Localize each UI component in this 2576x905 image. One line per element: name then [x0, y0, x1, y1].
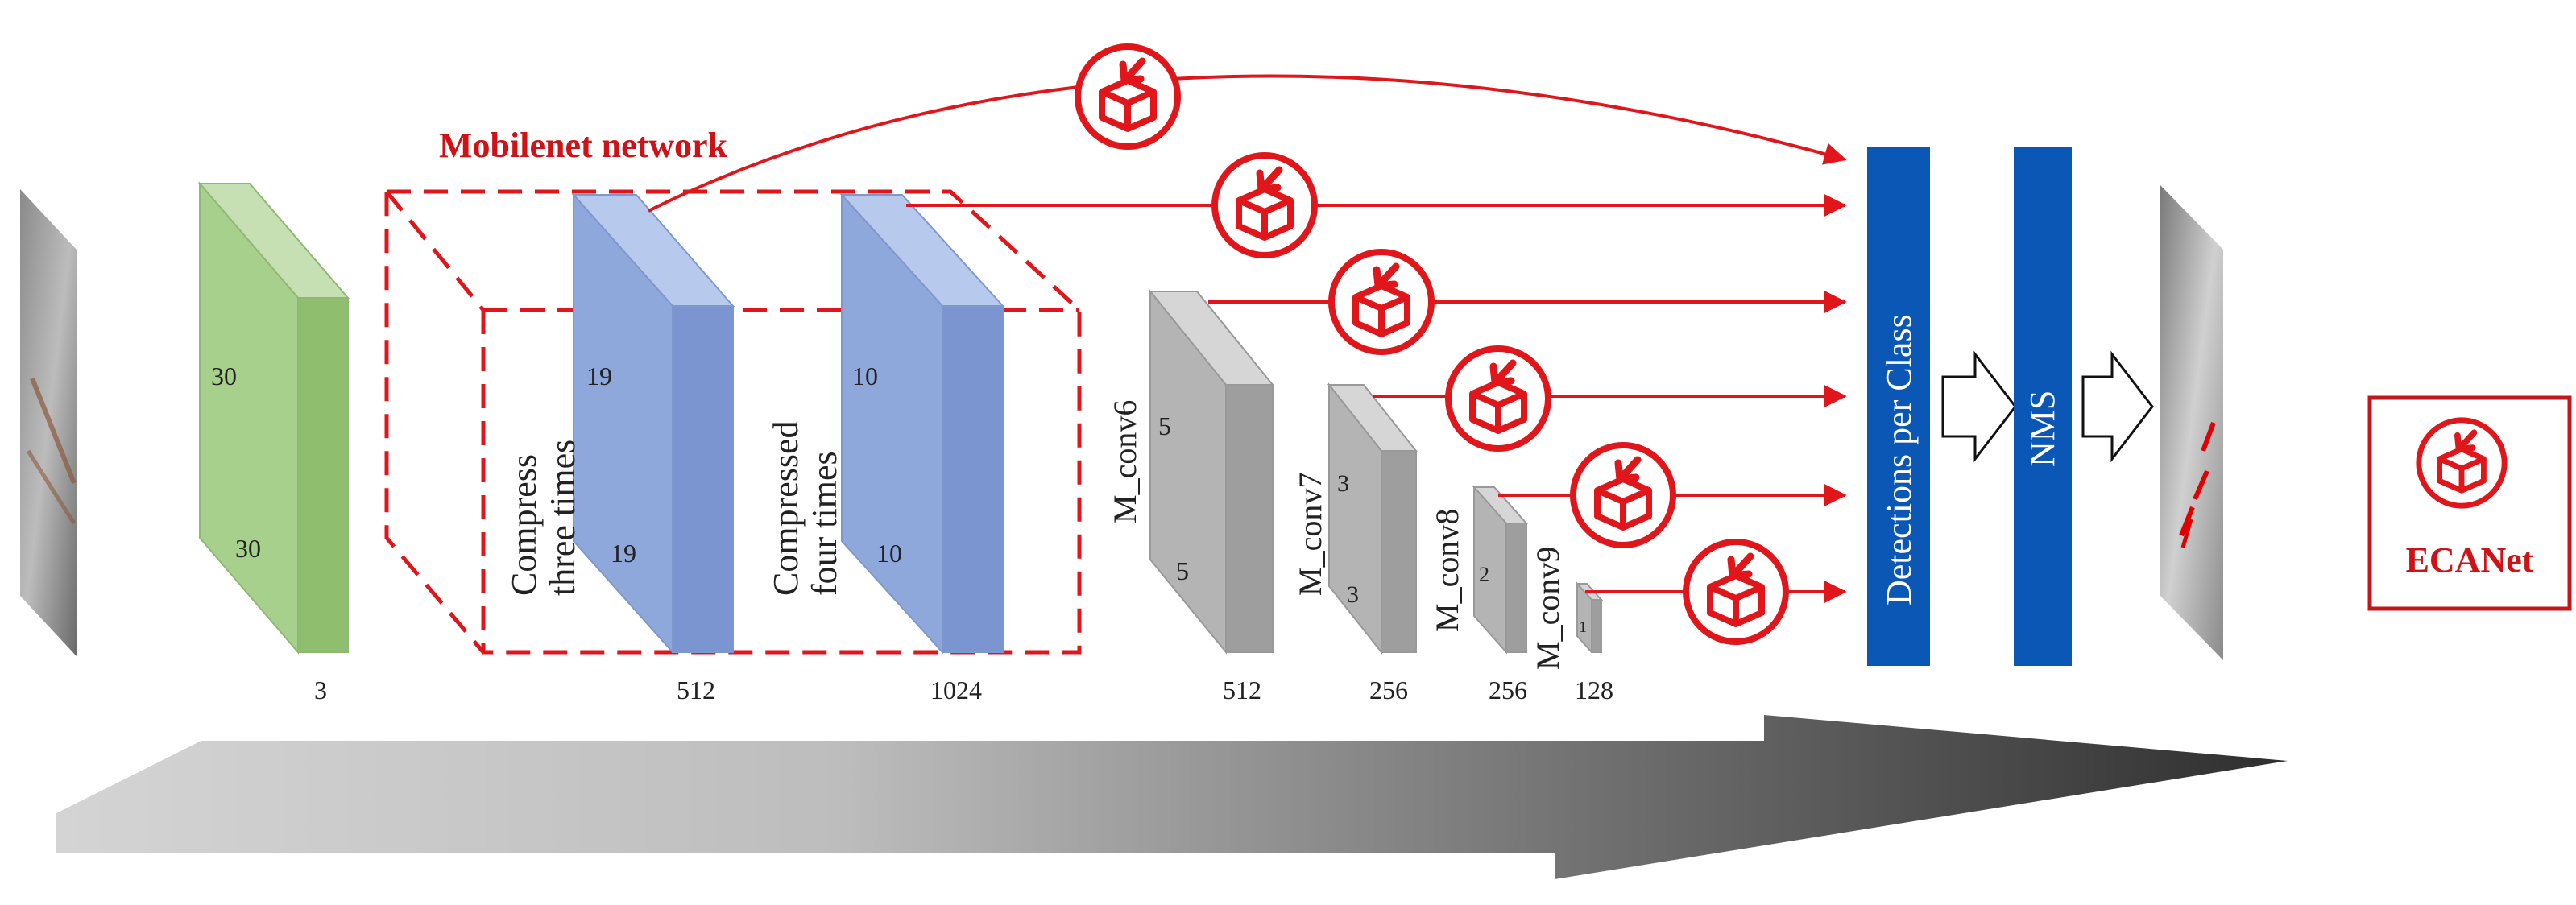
conv7-width-label: 3 [1347, 581, 1359, 608]
conv6-width-label: 5 [1176, 556, 1189, 585]
conv6-block: 5 5 512 M_conv6 [1107, 289, 1275, 705]
legend-ecanet-icon [2419, 420, 2504, 506]
stage1-width-label: 19 [611, 539, 636, 568]
conv6-name: M_conv6 [1107, 400, 1143, 523]
stage2-caption-line1: Compressed [766, 420, 806, 596]
ecanet-legend: ECANet [2367, 395, 2572, 611]
stage1-channels-label: 512 [677, 676, 715, 705]
nms-label: NMS [2023, 391, 2062, 467]
conv9-channels-label: 128 [1575, 676, 1613, 705]
flow-arrow [56, 715, 2288, 879]
conv8-name: M_conv8 [1429, 509, 1465, 632]
ecanet-icon [1448, 349, 1548, 448]
conv9-name: M_conv9 [1530, 547, 1566, 670]
ecanet-icon [1331, 252, 1431, 352]
stage2-caption-line2: four times [805, 451, 844, 596]
arrow-to-nms [1941, 350, 2017, 463]
input-width-label: 30 [235, 534, 261, 563]
conv7-channels-label: 256 [1369, 676, 1408, 705]
conv8-block: 2 256 M_conv8 [1429, 485, 1529, 705]
conv7-block: 3 3 256 M_conv7 [1292, 382, 1418, 705]
ecanet-icon [1078, 47, 1178, 147]
conv9-block: 1 128 M_conv9 [1530, 547, 1613, 705]
detections-label: Detections per Class [1879, 314, 1919, 605]
stage1-block: 19 19 512 Compress three times [504, 192, 735, 705]
input-image [20, 189, 77, 656]
stage2-block: 10 10 1024 Compressed four times [766, 192, 1005, 705]
conv6-channels-label: 512 [1223, 676, 1261, 705]
input-channels-label: 3 [314, 676, 327, 705]
input-height-label: 30 [211, 362, 237, 391]
detections-bar: Detections per Class [1867, 147, 1930, 666]
mobilenet-group: Mobilenet network [384, 126, 1082, 655]
stage1-height-label: 19 [586, 362, 612, 391]
stage1-caption-line1: Compress [504, 454, 544, 596]
nms-bar: NMS [2014, 147, 2072, 666]
ecanet-icon [1686, 542, 1786, 642]
stage2-width-label: 10 [876, 539, 902, 568]
stage1-caption-line2: three times [543, 440, 582, 596]
conv6-height-label: 5 [1158, 411, 1171, 440]
conv8-height-label: 2 [1479, 563, 1489, 586]
input-block: 30 30 3 [197, 181, 350, 705]
output-image [2160, 185, 2223, 660]
connector-stage1 [648, 74, 1847, 213]
conv9-height-label: 1 [1579, 618, 1587, 636]
arrow-to-output [2081, 350, 2154, 463]
legend-label: ECANet [2406, 540, 2534, 580]
stage2-height-label: 10 [852, 362, 878, 391]
conv7-name: M_conv7 [1292, 473, 1328, 596]
stage2-channels-label: 1024 [930, 676, 982, 705]
ecanet-icon [1573, 445, 1673, 545]
ecanet-icon [1215, 155, 1315, 255]
conv8-channels-label: 256 [1489, 676, 1527, 705]
conv7-height-label: 3 [1337, 470, 1349, 497]
mobilenet-label: Mobilenet network [439, 126, 728, 165]
